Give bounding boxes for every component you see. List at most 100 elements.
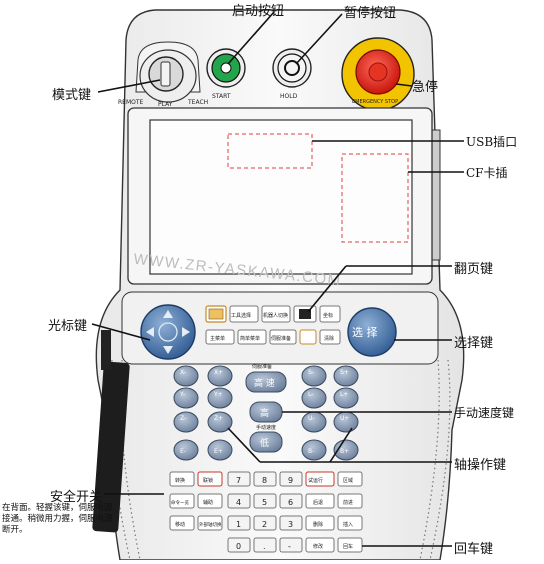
key-move-label: 移动 [175,521,185,528]
key-0-label: 0 [236,542,241,551]
key-1[interactable] [227,515,251,531]
axis-key-y-plus[interactable] [207,387,233,409]
key-2[interactable] [253,515,277,531]
manual-speed-label: 手动速度 [256,424,276,431]
key-cancel[interactable] [319,329,341,345]
key-servo[interactable] [269,329,297,345]
key-7[interactable] [227,471,251,487]
axis-key-z-plus[interactable] [207,411,233,433]
key-modify[interactable] [305,537,335,553]
key-minus[interactable] [279,537,303,553]
leader-mode [97,79,161,93]
cable [101,330,111,370]
key-coord[interactable] [319,305,341,323]
axis-key-e-minus[interactable] [173,439,199,461]
key-turbo[interactable] [169,471,195,487]
key-dot[interactable] [253,537,277,553]
leader-hold [295,13,343,65]
axis-key-b-plus[interactable] [333,439,359,461]
axis-key-b-minus[interactable] [301,439,327,461]
key-servo-label: 伺服准备 [271,335,291,342]
speed-high-label: 高 速 [254,377,275,389]
side-port-panel [431,129,441,261]
select-key-label: 选 择 [352,325,378,339]
key-area-2-label: 区域 [343,477,353,484]
key-dot-label: . [263,542,266,551]
key-forward[interactable] [337,493,363,509]
axis-label-y-minus: Y- [179,391,185,398]
lower-keys: 转换 联锁 7 8 9 试运行 区域 命令一览 辅助 4 5 6 后退 前进 移… [169,471,363,553]
key-4[interactable] [227,493,251,509]
play-label: PLAY [158,101,173,108]
axis-key-e-plus[interactable] [207,439,233,461]
key-5[interactable] [253,493,277,509]
leader-page [307,265,347,313]
key-2-label: 2 [262,520,267,529]
mode-key-slot [160,61,171,87]
axis-key-y-minus[interactable] [173,387,199,409]
enter-key[interactable] [337,537,363,553]
cf-callout: CF卡插 [466,166,508,180]
emergency-label: EMERGENCY STOP [352,99,398,105]
key-assist[interactable] [197,493,223,509]
axis-label-s-minus: S- [308,369,314,376]
axis-key-l-plus[interactable] [333,387,359,409]
axis-label-b-plus: B+ [340,448,349,455]
cursor-key[interactable] [140,304,196,360]
key-3-label: 3 [288,520,293,529]
right-grip-dots [429,359,451,561]
cursor-left-arrow [146,327,154,337]
lcd-screen [149,119,413,275]
key-ext-axis[interactable] [197,515,223,531]
enter-key-label: 回车 [343,543,353,550]
key-6[interactable] [279,493,303,509]
axis-key-l-minus[interactable] [301,387,327,409]
key-8[interactable] [253,471,277,487]
key-9-label: 9 [288,476,293,485]
key-simple-menu[interactable] [237,329,267,345]
key-0[interactable] [227,537,251,553]
start-key-callout: 启动按钮 [232,4,285,19]
estop-center [368,62,388,82]
axis-key-s-minus[interactable] [301,365,327,387]
key-area-2[interactable] [337,471,363,487]
key-test-run-label: 试运行 [308,477,323,484]
key-test-run[interactable] [305,471,335,487]
key-insert-label: 插入 [343,521,353,528]
axis-key-s-plus[interactable] [333,365,359,387]
axis-label-u-plus: U+ [340,415,349,422]
axis-label-e-plus: E+ [214,448,223,455]
page-key-icon [299,309,311,319]
key-delete-label: 删除 [313,521,323,528]
key-back[interactable] [305,493,335,509]
key-tool[interactable] [229,305,259,323]
speed-down-key[interactable] [249,431,283,453]
key-robot[interactable] [261,305,291,323]
key-main-menu-label: 主菜单 [210,335,225,342]
safety-note-line-2: 接通。稍微用力握，伺服电源 [2,514,113,524]
key-move[interactable] [169,515,195,531]
key-command[interactable] [169,493,195,509]
key-interlock[interactable] [197,471,223,487]
select-key[interactable] [347,307,397,357]
axis-key-z-minus[interactable] [173,411,199,433]
key-forward-label: 前进 [343,499,353,506]
axis-key-x-plus[interactable] [207,365,233,387]
key-modify-label: 修改 [313,543,323,550]
axis-key-x-minus[interactable] [173,365,199,387]
area-icon [208,308,224,320]
key-screen[interactable] [299,329,317,345]
axis-label-z-minus: Z- [180,415,186,422]
key-3[interactable] [279,515,303,531]
key-9[interactable] [279,471,303,487]
start-label: START [212,93,231,100]
key-delete[interactable] [305,515,335,531]
key-main-menu[interactable] [205,329,235,345]
key-insert[interactable] [337,515,363,531]
speed-high-key[interactable] [245,371,287,393]
leader-estop [395,83,413,87]
key-tool-label: 工具选择 [231,312,251,319]
speed-down-label: 低 [260,437,269,449]
